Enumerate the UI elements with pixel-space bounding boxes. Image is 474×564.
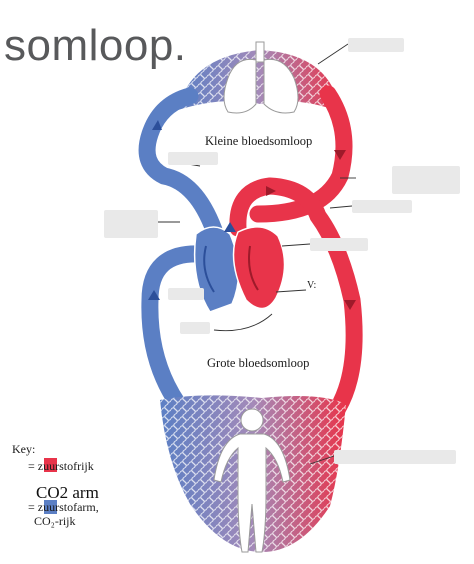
label-box-pulmonary-vein: [352, 200, 412, 213]
pulmonary-vein: [249, 85, 353, 223]
flow-arrow-icon: [148, 120, 236, 300]
pulmonary-artery: [138, 87, 223, 239]
label-box-lower-left: [180, 322, 210, 334]
pulmonary-capillary-bed: [178, 50, 340, 112]
vena-cava: [141, 245, 209, 413]
oxygen-poor-heading: CO2 arm: [36, 483, 99, 502]
oxygen-poor-label: = zuurstofarm,: [28, 500, 99, 514]
oxygen-poor-swatch: [44, 500, 57, 514]
label-box-body-capillaries: [334, 450, 456, 464]
label-box-vena-cava: [104, 210, 158, 238]
human-body-icon: [213, 408, 291, 553]
label-box-right-ventricle: [168, 288, 204, 300]
partial-label: V:: [307, 280, 317, 291]
flow-arrow-icon: [266, 150, 356, 310]
key-heading: Key:: [12, 442, 36, 456]
page-title: somloop.: [4, 21, 187, 70]
systemic-circulation-label: Grote bloedsomloop: [207, 356, 310, 370]
leader-lines: [158, 43, 356, 465]
heart-icon: [193, 226, 286, 313]
oxygen-rich-label: = zuurstofrijk: [28, 459, 94, 473]
aorta: [229, 177, 363, 417]
label-box-lung-capillaries: [348, 38, 404, 52]
label-box-left-atrium: [310, 238, 368, 251]
oxygen-poor-sublabel: CO₂-rijk: [34, 514, 76, 528]
lungs-icon: [223, 41, 299, 114]
pulmonary-circulation-label: Kleine bloedsomloop: [205, 134, 313, 148]
oxygen-rich-swatch: [44, 458, 57, 472]
label-box-pulmonary-artery: [168, 152, 218, 165]
label-box-upper-right: [392, 166, 460, 194]
